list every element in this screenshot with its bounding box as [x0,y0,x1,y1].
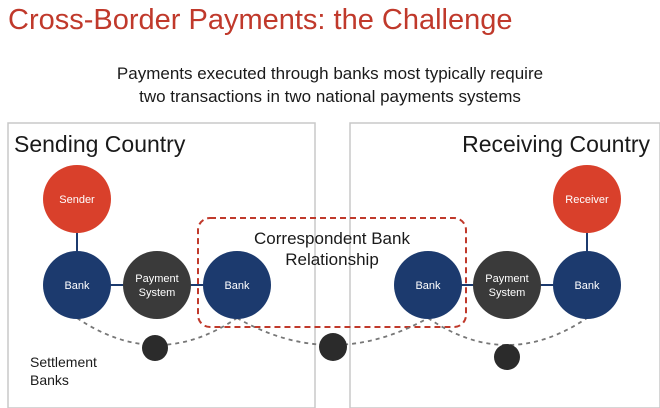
sender-node [43,165,111,233]
receiver-node [553,165,621,233]
page-subtitle: Payments executed through banks most typ… [0,62,660,108]
arc-receiving-settlement [427,317,588,346]
receiving-payment-system-node [473,251,541,319]
receiving-country-panel [349,122,660,408]
correspondent-label-line-2: Relationship [285,250,379,269]
correspondent-label-line-1: Correspondent Bank [254,229,410,248]
correspondent-bank-node-right [394,251,462,319]
sending-payment-system-line-1: Payment [135,273,178,285]
receiving-bank-node [553,251,621,319]
sending-country-panel [7,122,316,408]
correspondent-bank-right-label: Bank [415,280,441,292]
subtitle-line-2: two transactions in two national payment… [139,87,521,106]
sending-bank-label: Bank [64,280,90,292]
sending-payment-system-line-2: System [139,287,176,299]
receiving-bank-label: Bank [574,280,600,292]
correspondent-bank-node-left [203,251,271,319]
receiver-label: Receiver [565,194,609,206]
receiving-payment-system-line-1: Payment [485,273,528,285]
subtitle-line-1: Payments executed through banks most typ… [116,64,544,83]
sending-country-label: Sending Country [14,131,186,157]
sender-label: Sender [59,194,95,206]
sending-payment-system-node [123,251,191,319]
receiving-payment-system-line-2: System [489,287,526,299]
correspondent-bank-left-label: Bank [224,280,250,292]
arc-correspondent-settlement [236,317,429,346]
receiving-country-label: Receiving Country [462,131,650,157]
settlement-arcs [76,317,588,346]
correspondent-relationship-box [197,217,467,328]
settlement-bank-dot-3 [494,344,520,370]
settlement-label-line-1: Settlement [30,354,97,370]
settlement-bank-dot-1 [142,335,168,361]
page-title: Cross-Border Payments: the Challenge [8,4,513,36]
sending-bank-node [43,251,111,319]
settlement-label-line-2: Banks [30,372,69,388]
settlement-bank-dot-2 [319,333,347,361]
